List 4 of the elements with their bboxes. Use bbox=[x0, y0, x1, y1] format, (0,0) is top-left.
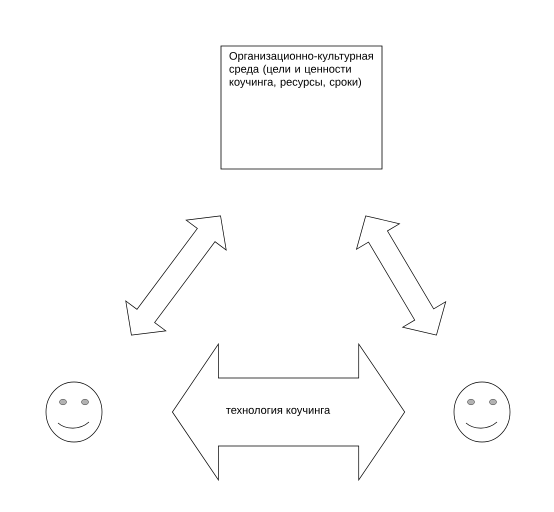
smiley-face-drawing bbox=[46, 382, 102, 442]
edge-label: технология коучинга bbox=[226, 408, 330, 416]
smiley-face-drawing bbox=[454, 382, 510, 442]
text-box: Организационно-культурная среда (цели и ценности коучинга, ресурсы, сроки) bbox=[220, 46, 382, 170]
